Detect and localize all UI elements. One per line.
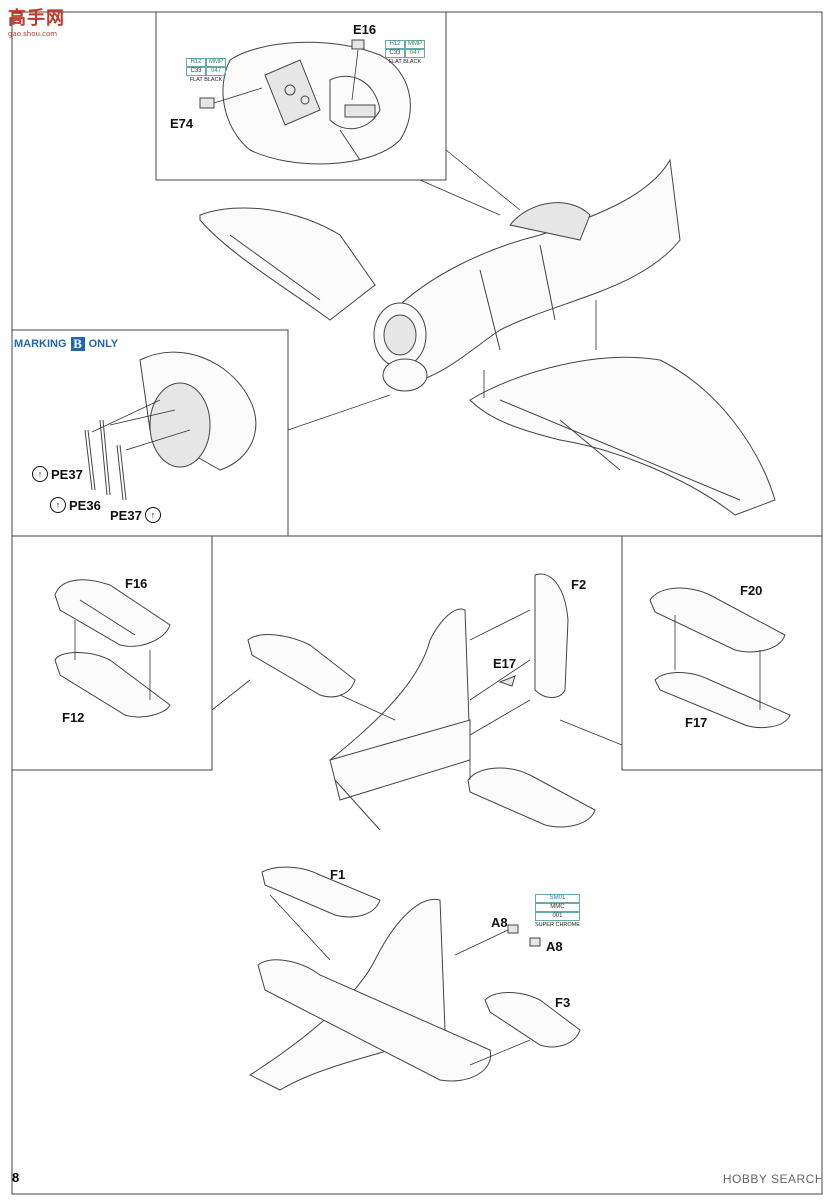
rotate-arrow-icon: ↑ xyxy=(32,466,48,482)
paint-name: FLAT BLACK xyxy=(189,77,223,83)
paint-code: H12 xyxy=(186,58,206,67)
part-label-f17: F17 xyxy=(685,715,708,730)
paint-code: 001 xyxy=(535,912,580,921)
part-label-f2: F2 xyxy=(571,577,587,592)
tail-bottom-drawing xyxy=(248,866,581,1091)
tail-middle-drawing xyxy=(247,573,596,831)
part-label-pe37-a: PE37 xyxy=(51,466,83,482)
paint-code: MMP xyxy=(405,40,425,49)
paint-code: MMP xyxy=(206,58,226,67)
paint-name: FLAT BLACK xyxy=(388,59,422,65)
paint-name: SUPER CHROME xyxy=(535,922,580,928)
cockpit-inset-frame xyxy=(155,11,447,181)
page-number: 8 xyxy=(12,1170,20,1185)
paint-code: 047 xyxy=(405,49,425,58)
marking-letter-badge: B xyxy=(70,337,85,351)
left-rudder-inset-frame xyxy=(11,535,213,771)
site-logo-url: gao.shou.com xyxy=(8,30,58,38)
pe37-label-a: ↑ PE37 xyxy=(32,466,83,482)
marking-suffix: ONLY xyxy=(88,338,119,350)
fuselage-front-drawing xyxy=(199,158,776,516)
marking-prefix: MARKING xyxy=(14,338,67,350)
part-label-f1: F1 xyxy=(330,867,346,882)
paint-code: C33 xyxy=(186,67,206,76)
cockpit-detail-drawing xyxy=(199,39,411,165)
part-a8-b-drawing xyxy=(529,937,541,947)
pe36-label: ↑ PE36 xyxy=(50,497,101,513)
part-a8-a-drawing xyxy=(507,924,519,934)
paint-code: MMC xyxy=(535,903,580,912)
paint-callout-a8: SM01 MMC 001 SUPER CHROME xyxy=(535,894,580,929)
part-label-e16: E16 xyxy=(353,22,377,37)
paint-code: C33 xyxy=(385,49,405,58)
part-label-e74: E74 xyxy=(170,116,194,131)
part-label-a8-a: A8 xyxy=(491,915,508,930)
part-label-pe36: PE36 xyxy=(69,497,101,513)
right-rudder-inset-frame xyxy=(621,535,823,771)
part-label-pe37-b: PE37 xyxy=(110,507,142,523)
part-label-f12: F12 xyxy=(62,710,85,725)
part-label-f3: F3 xyxy=(555,995,571,1010)
paint-code: 047 xyxy=(206,67,226,76)
f20-f17-drawing xyxy=(649,587,791,728)
site-logo-name: 高手网 xyxy=(8,8,65,29)
part-e17-drawing xyxy=(498,675,516,687)
part-label-f16: F16 xyxy=(125,576,148,591)
intake-screen-drawing xyxy=(84,351,257,501)
hobby-search-watermark: HOBBY SEARCH xyxy=(722,1172,824,1186)
part-e16-drawing xyxy=(351,39,365,50)
part-label-e17: E17 xyxy=(493,656,517,671)
rotate-arrow-icon: ↑ xyxy=(50,497,66,513)
pe37-label-b: PE37 ↑ xyxy=(110,507,161,523)
part-label-a8-b: A8 xyxy=(546,939,563,954)
part-e74-drawing xyxy=(199,97,215,109)
rotate-arrow-icon: ↑ xyxy=(144,507,161,523)
paint-code: SM01 xyxy=(535,894,580,903)
marking-b-only-note: MARKING B ONLY xyxy=(14,337,118,351)
part-label-f20: F20 xyxy=(740,583,763,598)
f16-f12-drawing xyxy=(54,579,171,718)
paint-code: H12 xyxy=(385,40,405,49)
site-logo[interactable]: 高手网 gao.shou.com xyxy=(8,4,65,38)
